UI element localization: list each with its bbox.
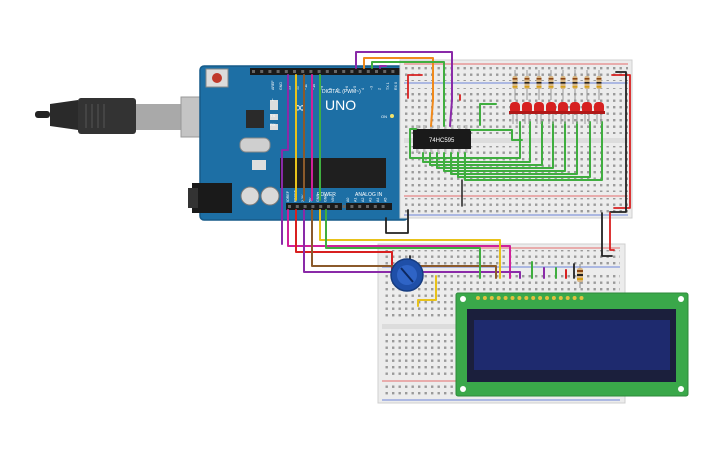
chip-label: 74HC595: [429, 138, 455, 144]
reset-button-cap: [212, 73, 222, 83]
power-pin-label: IOREF: [286, 190, 290, 202]
lcd-pin: [565, 296, 570, 300]
arduino-board: UNO ∞ DIGITAL (PWM~) POWER ANALOG IN ON …: [188, 65, 409, 221]
led: [557, 102, 569, 124]
power-pin-label: GND: [316, 194, 320, 202]
digital-pin-label: GND: [279, 82, 283, 90]
led: [581, 102, 593, 124]
shift-register-chip: 74HC595: [413, 125, 471, 153]
lcd-pin: [579, 296, 584, 300]
lcd-pin: [524, 296, 529, 300]
power-header-label: POWER: [317, 192, 336, 198]
led: [521, 102, 533, 124]
resistor: [536, 70, 542, 100]
digital-pin-label: 4: [361, 88, 365, 90]
digital-header-label: DIGITAL (PWM~): [322, 89, 361, 95]
power-jack: [192, 183, 232, 213]
power-pin-label: VIN: [331, 196, 335, 202]
digital-pin-label: RX 0: [394, 82, 398, 90]
digital-pin-label: 8: [328, 88, 332, 90]
resistor: [560, 70, 566, 100]
lcd-pin: [558, 296, 563, 300]
lcd-pin: [476, 296, 480, 300]
lcd-pin: [551, 296, 556, 300]
resistor: [524, 70, 530, 100]
resistor: [512, 70, 518, 100]
wires: [281, 51, 631, 307]
lcd-module: [455, 292, 689, 397]
digital-pin-label: AREF: [271, 80, 275, 90]
lcd-pin: [572, 296, 577, 300]
header-pins: [252, 70, 395, 208]
atmega-chip: [280, 158, 386, 188]
lcd-pin: [510, 296, 515, 300]
lcd-pin: [517, 296, 522, 300]
lcd-pin: [531, 296, 536, 300]
digital-header: [250, 68, 400, 75]
digital-pin-label: ~11: [304, 84, 308, 90]
analog-pin-label: A5: [384, 198, 388, 202]
lcd-pin: [503, 296, 508, 300]
lcd-pins: [476, 296, 584, 300]
led: [533, 102, 545, 124]
board-brand: UNO: [325, 97, 356, 113]
l-label: L: [272, 97, 275, 102]
analog-pin-label: A3: [369, 198, 373, 202]
tx-label: TX: [270, 113, 275, 118]
on-label: ON: [381, 114, 387, 119]
rx-label: RX: [270, 122, 276, 127]
lcd-pin: [489, 296, 494, 300]
led: [569, 102, 581, 124]
digital-pin-label: ~5: [353, 86, 357, 90]
digital-pin-label: ~6: [345, 86, 349, 90]
lcd-pin: [496, 296, 501, 300]
led-array: [509, 70, 605, 124]
lcd-pin: [538, 296, 543, 300]
analog-pin-label: A0: [346, 198, 350, 202]
resistor: [572, 70, 578, 100]
infinity-logo: ∞: [295, 99, 305, 115]
digital-pin-label: TX 1: [386, 82, 390, 90]
digital-pin-label: 12: [296, 86, 300, 90]
resistor: [596, 70, 602, 100]
led: [509, 102, 521, 124]
led: [545, 102, 557, 124]
digital-pin-label: ~10: [312, 84, 316, 90]
usb-cable: [35, 96, 208, 138]
digital-pin-label: ~3: [369, 86, 373, 90]
analog-header-label: ANALOG IN: [355, 192, 383, 198]
led: [593, 102, 605, 124]
digital-pin-label: 2: [378, 88, 382, 90]
resistor: [548, 70, 554, 100]
lcd-resistor: [577, 264, 583, 288]
analog-pin-label: A1: [354, 198, 358, 202]
digital-pin-label: ~9: [320, 86, 324, 90]
power-pin-label: GND: [324, 194, 328, 202]
digital-pin-label: 7: [337, 88, 341, 90]
lcd-screen: [474, 320, 670, 370]
analog-pin-label: A2: [361, 198, 365, 202]
potentiometer: [390, 258, 424, 292]
power-pin-label: 5V: [309, 197, 313, 202]
digital-pin-label: 13: [287, 86, 291, 90]
digital-pin-labels: AREF GND 13 12 ~11 ~10 ~9 8 7 ~6 ~5 4 ~3 2 TX 1 RX 0: [271, 80, 398, 90]
resistor: [584, 70, 590, 100]
lcd-pin: [545, 296, 549, 300]
lcd-pin: [482, 296, 487, 300]
analog-pin-label: A4: [376, 198, 380, 202]
